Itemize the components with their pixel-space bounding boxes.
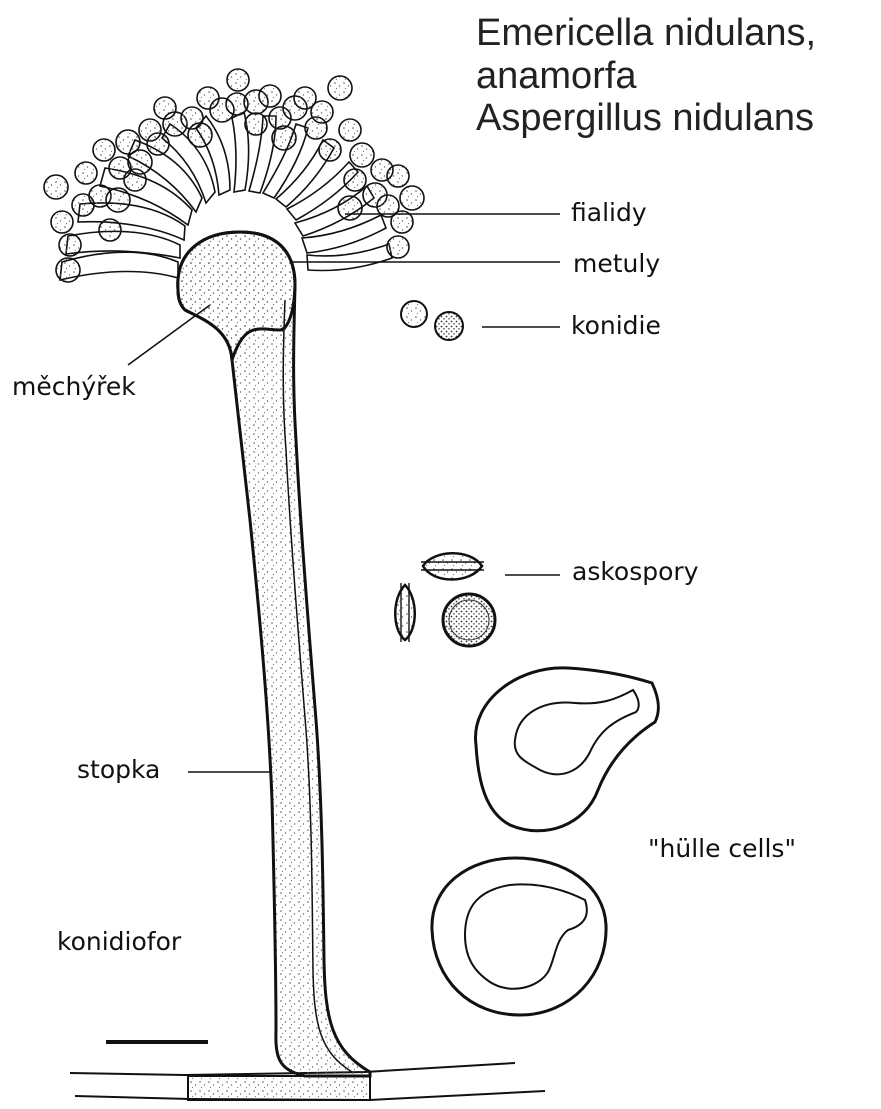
conidium <box>188 123 212 147</box>
label-stopka: stopka <box>77 755 160 784</box>
hulle-cells <box>432 668 659 1015</box>
label-konidie: konidie <box>571 311 661 340</box>
figure-title: Emericella nidulans, anamorfa Aspergillu… <box>476 12 816 140</box>
conidium <box>400 186 424 210</box>
conidium <box>245 113 267 135</box>
conidium <box>72 194 94 216</box>
conidium <box>147 133 169 155</box>
conidium <box>93 139 115 161</box>
conidium <box>350 143 374 167</box>
conidium <box>272 126 296 150</box>
conidium <box>51 211 73 233</box>
conidium <box>106 188 130 212</box>
conidium <box>338 196 362 220</box>
label-metuly: metuly <box>573 249 660 278</box>
conidium <box>328 76 352 100</box>
label-konidiofor: konidiofor <box>57 927 181 956</box>
conidium <box>387 165 409 187</box>
conidium <box>259 85 281 107</box>
conidium <box>99 219 121 241</box>
label-mechyrek: měchýřek <box>12 372 136 401</box>
ascospores <box>395 553 495 646</box>
conidium <box>339 119 361 141</box>
title-line-2: anamorfa <box>476 55 816 98</box>
label-hulle-cells: "hülle cells" <box>648 834 796 863</box>
conidium <box>56 258 80 282</box>
label-fialidy: fialidy <box>571 198 647 227</box>
conidium <box>387 236 409 258</box>
stalk <box>178 232 370 1076</box>
conidium <box>75 162 97 184</box>
conidium <box>124 169 146 191</box>
free-conidia <box>401 301 463 340</box>
conidium <box>319 139 341 161</box>
label-askospory: askospory <box>572 557 699 586</box>
conidium <box>59 234 81 256</box>
conidium <box>344 169 366 191</box>
conidium <box>44 175 68 199</box>
conidium <box>305 117 327 139</box>
leader-mechyrek <box>128 305 210 365</box>
title-line-1: Emericella nidulans, <box>476 12 816 55</box>
title-line-3: Aspergillus nidulans <box>476 97 816 140</box>
conidium <box>227 69 249 91</box>
